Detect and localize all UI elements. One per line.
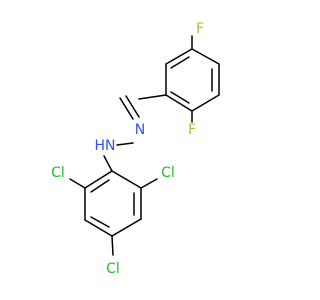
bond: [90, 179, 110, 193]
bond: [170, 56, 190, 69]
bond: [191, 48, 220, 65]
fluorine-atom-top: F: [196, 21, 204, 37]
bond: [140, 178, 158, 189]
chlorine-atom-bottom: Cl: [106, 261, 120, 277]
bond-layer: [69, 35, 220, 256]
molecule-structure-diagram: F F N HN Cl Cl Cl: [51, 21, 220, 277]
bond: [111, 235, 114, 256]
amine-nh-group: HN: [95, 138, 116, 154]
fluorine-atom-ortho: F: [188, 122, 196, 138]
bond: [103, 155, 113, 172]
bond: [90, 216, 110, 228]
bond: [165, 94, 193, 112]
bond: [191, 94, 220, 112]
bond: [165, 48, 193, 65]
bond: [170, 91, 190, 104]
bond: [111, 170, 142, 189]
bond: [116, 142, 134, 146]
bond: [119, 97, 134, 120]
chlorine-atom-right: Cl: [161, 165, 175, 181]
bond: [84, 219, 113, 237]
bond: [111, 218, 142, 237]
atom-label-layer: F F N HN Cl Cl Cl: [51, 21, 204, 277]
structure-canvas: F F N HN Cl Cl Cl: [51, 21, 220, 277]
chlorine-atom-left: Cl: [51, 165, 65, 181]
imine-nitrogen-atom: N: [135, 122, 145, 138]
bond: [125, 95, 140, 118]
bond: [69, 178, 86, 189]
bond: [138, 94, 167, 100]
bond: [84, 170, 113, 189]
